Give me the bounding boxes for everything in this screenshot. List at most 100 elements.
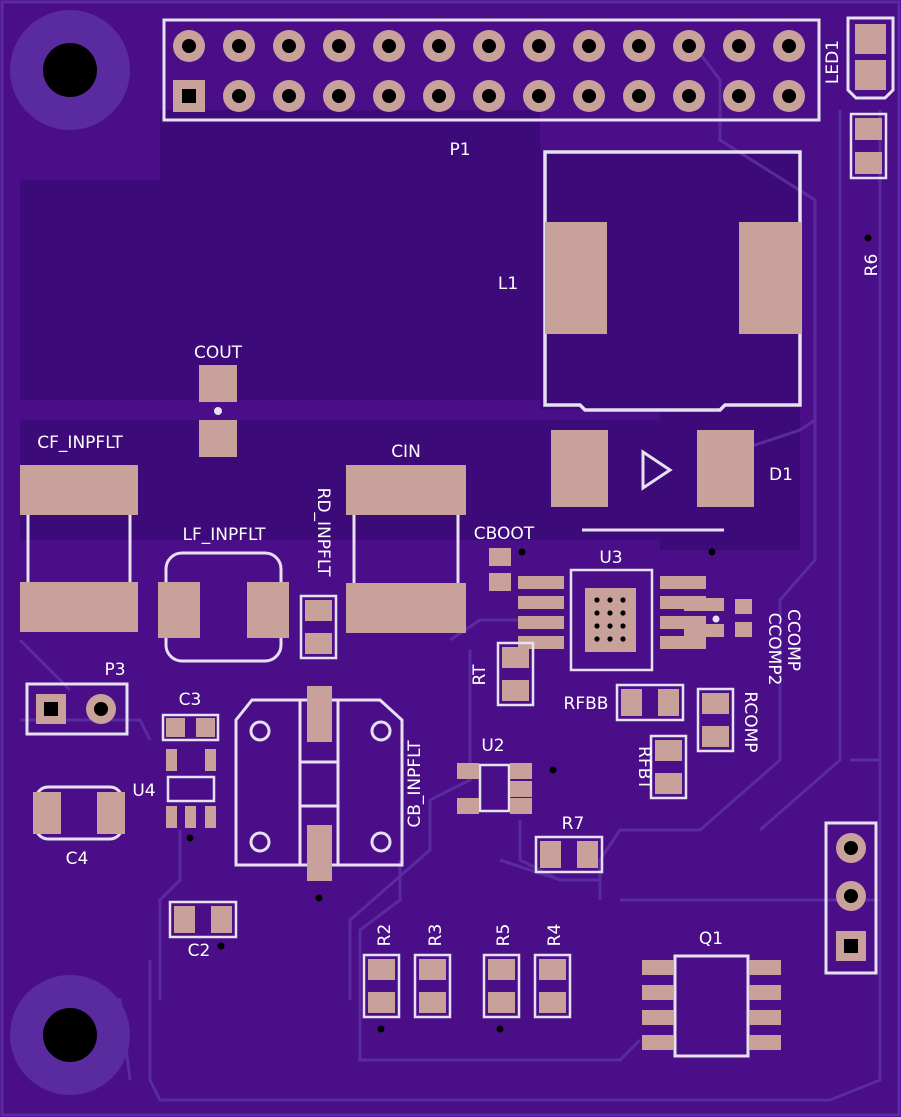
transistor-q1-pin — [749, 1010, 781, 1025]
label-rfbt: RFBT — [634, 746, 654, 790]
resistor-rt: RT — [470, 641, 535, 707]
transistor-q1-pin — [642, 985, 674, 1000]
ic-u3-thermal-vias — [594, 597, 626, 642]
header-p1-pin-hole — [282, 89, 296, 103]
ic-u3-pin — [518, 616, 564, 629]
label-c4: C4 — [66, 849, 89, 869]
header-p1-pin-hole — [482, 89, 496, 103]
resistor-rfbt: RFBT — [634, 734, 688, 800]
transistor-q1-pin — [642, 960, 674, 975]
header-p1-pin-hole — [732, 89, 746, 103]
transistor-q1-pin — [749, 960, 781, 975]
ic-u3-pin — [660, 636, 706, 649]
capacitor-cf-inpflt: CF_INPFLT — [20, 433, 138, 632]
label-r7: R7 — [562, 814, 585, 834]
header-p1-pin-hole — [732, 39, 746, 53]
label-rt: RT — [470, 664, 490, 686]
label-r4: R4 — [545, 924, 565, 947]
label-cin: CIN — [391, 442, 421, 462]
transistor-q1-pin — [749, 985, 781, 1000]
ic-u3-pin — [518, 576, 564, 589]
header-p3: P3 — [25, 660, 129, 736]
ic-u3-via — [620, 636, 626, 642]
label-r6: R6 — [862, 254, 882, 277]
header-p1-pin-hole — [532, 89, 546, 103]
resistor-r7: R7 — [534, 814, 604, 874]
ic-u3-via — [607, 597, 613, 603]
transistor-q1-pin — [642, 1010, 674, 1025]
header-p1-pin-hole — [182, 89, 196, 103]
header-p1: P1 — [162, 18, 821, 160]
header-p1-pin-hole — [232, 39, 246, 53]
header-p1-pins — [173, 30, 805, 112]
ic-u4: U4 — [132, 749, 216, 842]
ic-u3-via — [607, 636, 613, 642]
capacitor-c3: C3 — [161, 690, 220, 742]
led1: LED1 — [823, 16, 895, 100]
label-led1: LED1 — [823, 40, 843, 84]
label-u4: U4 — [132, 781, 155, 801]
label-cf-inpflt: CF_INPFLT — [37, 433, 123, 453]
ic-u3-via — [607, 623, 613, 629]
label-r2: R2 — [375, 924, 395, 947]
header-p1-pin-hole — [532, 39, 546, 53]
label-u3: U3 — [599, 548, 622, 568]
label-u2: U2 — [481, 736, 504, 756]
header-p1-pin-hole — [332, 39, 346, 53]
header-p1-pin-hole — [432, 89, 446, 103]
mounting-hole-top-left — [10, 10, 130, 130]
label-cboot: CBOOT — [474, 524, 535, 544]
inductor-l1: L1 — [498, 150, 802, 412]
header-p1-pin-hole — [682, 39, 696, 53]
label-d1: D1 — [769, 465, 793, 485]
transistor-q1-pin — [642, 1035, 674, 1050]
ic-u3-via — [594, 623, 600, 629]
label-cb-inpflt: CB_INPFLT — [405, 740, 425, 828]
label-p1: P1 — [449, 140, 470, 160]
label-q1: Q1 — [699, 929, 723, 949]
ic-u3-via — [594, 610, 600, 616]
header-p1-pin-hole — [632, 39, 646, 53]
header-p1-pin-hole — [232, 89, 246, 103]
label-ccomp: CCOMP — [783, 609, 803, 671]
ic-u3: U3 — [518, 548, 724, 672]
label-rcomp: RCOMP — [740, 691, 760, 752]
label-l1: L1 — [498, 274, 518, 294]
header-p1-pin-hole — [382, 39, 396, 53]
label-ccomp2: CCOMP2 — [764, 613, 784, 686]
ic-u3-pin-extra — [684, 598, 724, 611]
resistor-r3: R3 — [413, 924, 452, 1019]
label-lf-inpflt: LF_INPFLT — [182, 525, 266, 545]
header-p1-pin-hole — [432, 39, 446, 53]
capacitor-cboot: CBOOT — [474, 524, 535, 591]
header-right — [824, 821, 878, 975]
ic-u3-pin-extra — [684, 624, 724, 637]
resistor-r5: R5 — [482, 924, 521, 1033]
resistor-r6: R6 — [849, 112, 888, 277]
capacitor-cb-inpflt: CB_INPFLT — [234, 686, 425, 902]
resistor-rd-inpflt: RD_INPFLT — [299, 488, 338, 660]
ic-u3-pins — [518, 576, 724, 649]
header-p1-pin-hole — [782, 39, 796, 53]
capacitor-ccomp: CCOMP CCOMP2 — [735, 599, 803, 685]
label-c2: C2 — [188, 941, 211, 961]
header-p1-pin-hole — [282, 39, 296, 53]
ic-u3-via — [594, 597, 600, 603]
header-p1-pin-hole — [482, 39, 496, 53]
diode-d1: D1 — [551, 430, 793, 556]
ic-u3-via — [620, 597, 626, 603]
ic-u3-pin — [518, 596, 564, 609]
label-p3: P3 — [104, 660, 125, 680]
transistor-q1-pins — [642, 960, 781, 1050]
capacitor-c4: C4 — [33, 785, 125, 869]
resistor-rcomp: RCOMP — [696, 687, 760, 753]
ic-u3-pin — [518, 636, 564, 649]
label-rd-inpflt: RD_INPFLT — [313, 488, 333, 577]
header-p1-pin-hole — [782, 89, 796, 103]
ic-u2: U2 — [457, 736, 557, 814]
label-rfbb: RFBB — [564, 694, 609, 714]
ic-u3-via — [620, 610, 626, 616]
header-p1-pin-hole — [332, 89, 346, 103]
